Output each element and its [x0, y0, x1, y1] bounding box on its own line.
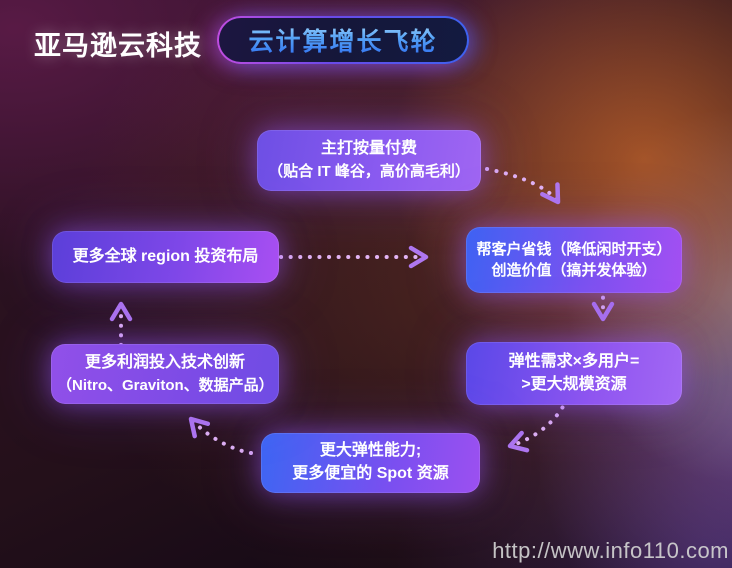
brand-title: 亚马逊云科技	[34, 31, 202, 61]
node-pay-per-use: 主打按量付费 （贴合 IT 峰谷，高价高毛利）	[257, 130, 481, 191]
node-line: 创造价值（搞并发体验）	[491, 262, 657, 279]
edge-pay-to-value-arrow	[485, 167, 561, 205]
node-line: >更大规模资源	[521, 375, 627, 393]
watermark-url: http://www.info110.com	[492, 538, 729, 563]
node-elastic-demand: 弹性需求×多用户= >更大规模资源	[466, 342, 682, 405]
node-customer-value: 帮客户省钱（降低闲时开支） 创造价值（搞并发体验）	[466, 227, 682, 293]
edge-demand-to-capacity-arrow	[507, 397, 569, 453]
node-line: （Nitro、Graviton、数据产品）	[57, 376, 274, 394]
node-line: 更大弹性能力;	[319, 442, 422, 460]
node-line: （贴合 IT 峰谷，高价高毛利）	[268, 163, 470, 181]
node-global-region: 更多全球 region 投资布局	[52, 231, 279, 283]
title-badge-label: 云计算增长飞轮	[248, 22, 437, 58]
node-line: 主打按量付费	[320, 140, 417, 158]
edge-capacity-to-profit-arrow	[188, 416, 253, 455]
node-elastic-capacity: 更大弹性能力; 更多便宜的 Spot 资源	[261, 433, 480, 493]
node-line: 弹性需求×多用户=	[508, 352, 640, 370]
node-line: 更多全球 region 投资布局	[72, 247, 259, 265]
node-line: 更多利润投入技术创新	[84, 353, 245, 371]
title-badge: 云计算增长飞轮	[217, 16, 469, 64]
node-line: 更多便宜的 Spot 资源	[292, 465, 449, 482]
node-line: 帮客户省钱（降低闲时开支）	[476, 240, 672, 258]
node-profit-innovation: 更多利润投入技术创新 （Nitro、Graviton、数据产品）	[51, 344, 279, 404]
